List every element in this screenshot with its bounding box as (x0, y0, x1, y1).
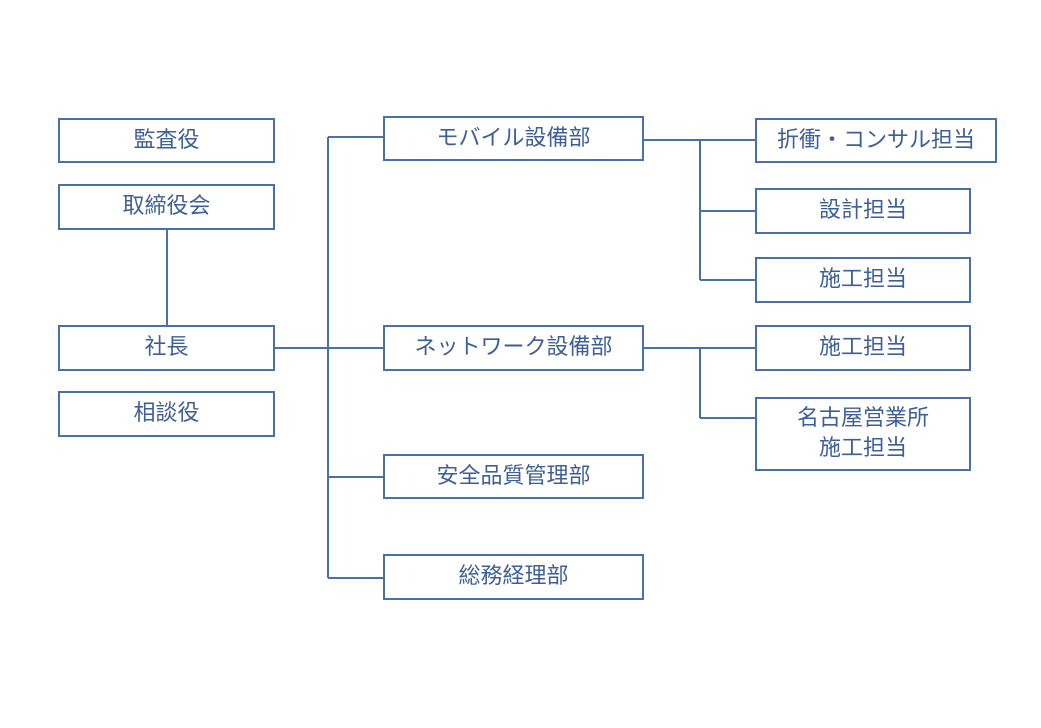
node-advisor: 相談役 (58, 391, 275, 437)
node-general-label: 総務経理部 (458, 564, 569, 589)
node-construction-network: 施工担当 (755, 325, 971, 371)
node-network-label: ネットワーク設備部 (414, 335, 613, 360)
node-general-affairs-department: 総務経理部 (383, 554, 644, 600)
node-advisor-label: 相談役 (133, 401, 200, 426)
node-president-label: 社長 (144, 335, 189, 360)
node-construction-mobile: 施工担当 (755, 257, 971, 303)
node-auditor-label: 監査役 (133, 127, 200, 153)
node-mobile-department: モバイル設備部 (383, 116, 644, 161)
node-nagoya-line2: 施工担当 (818, 436, 907, 461)
node-nagoya-office-construction: 名古屋営業所 施工担当 (755, 397, 971, 471)
node-negotiation-consulting: 折衝・コンサル担当 (755, 118, 997, 163)
node-design-label: 設計担当 (818, 198, 907, 223)
node-board-label: 取締役会 (122, 194, 211, 219)
node-president: 社長 (58, 325, 275, 371)
node-mobile-label: モバイル設備部 (436, 125, 591, 151)
node-network-department: ネットワーク設備部 (383, 325, 644, 371)
node-negotiation-label: 折衝・コンサル担当 (776, 127, 975, 153)
node-auditor: 監査役 (58, 118, 275, 163)
node-board-of-directors: 取締役会 (58, 184, 275, 230)
node-nagoya-line1: 名古屋営業所 (796, 406, 929, 431)
node-construction-mobile-label: 施工担当 (818, 267, 907, 292)
node-design: 設計担当 (755, 188, 971, 234)
node-construction-network-label: 施工担当 (818, 335, 907, 360)
node-quality-label: 安全品質管理部 (436, 463, 591, 489)
node-quality-department: 安全品質管理部 (383, 454, 644, 499)
